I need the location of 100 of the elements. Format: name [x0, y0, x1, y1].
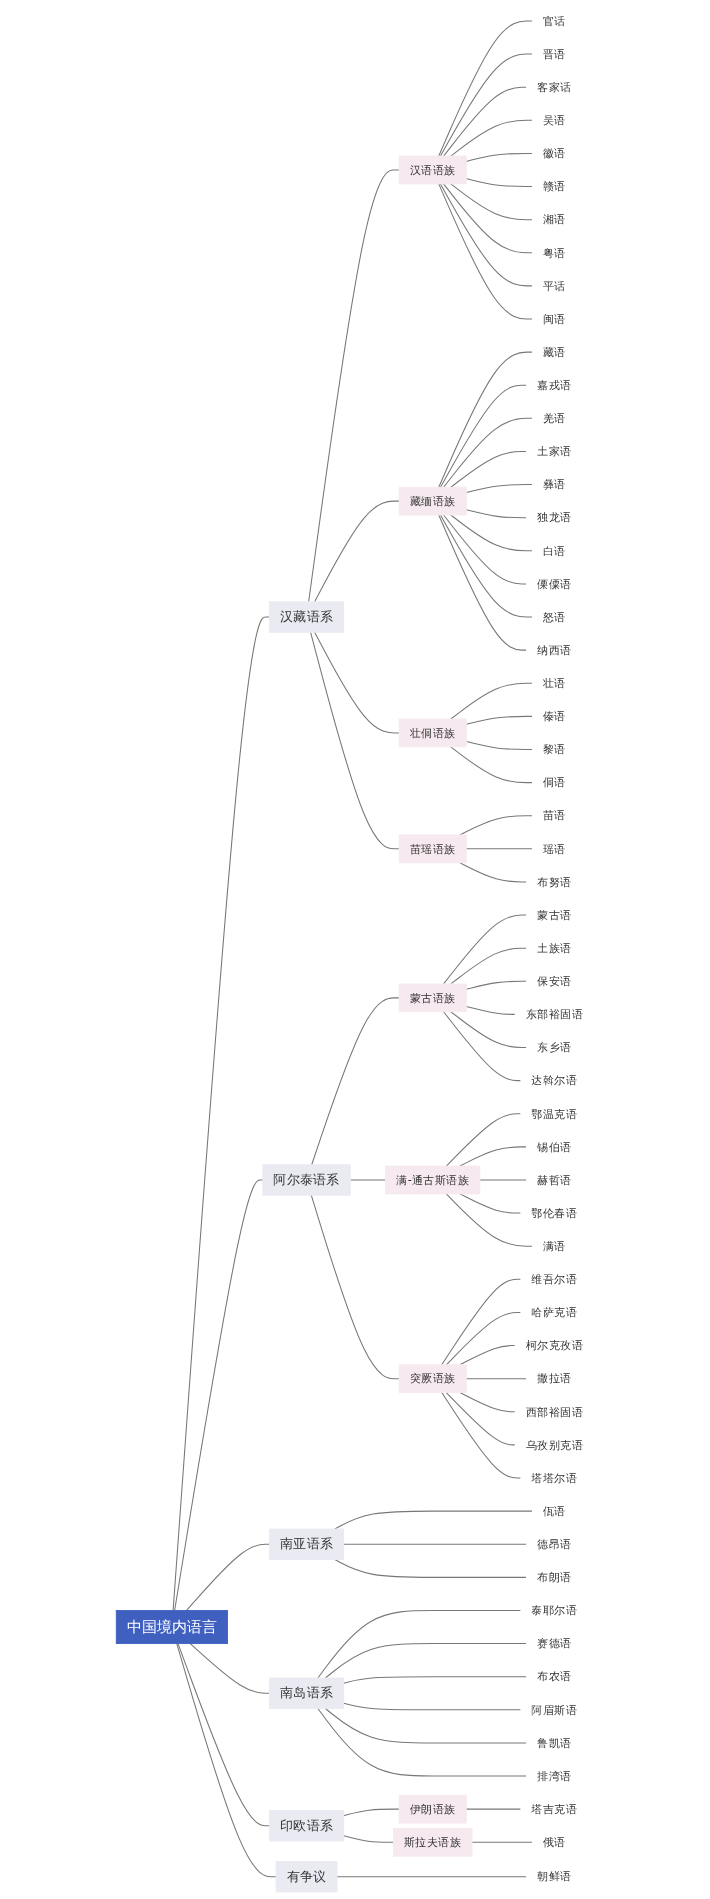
- node-text: 傈僳语: [537, 577, 572, 591]
- connector: [450, 682, 533, 720]
- node-text: 满语: [542, 1239, 566, 1253]
- node-text: 晋语: [542, 47, 566, 61]
- connector: [336, 1876, 528, 1878]
- connector: [324, 1643, 528, 1679]
- connector: [343, 1676, 528, 1684]
- node-text: 瑶语: [542, 841, 566, 856]
- node-text: 黎语: [542, 742, 566, 756]
- node-text: 客家话: [537, 80, 572, 94]
- connector: [439, 384, 528, 488]
- connector: [465, 980, 528, 990]
- connector: [334, 1558, 528, 1578]
- connector: [465, 152, 533, 162]
- node-text: 闽语: [542, 312, 566, 326]
- connector: [465, 848, 533, 850]
- node-text: 塔吉克语: [531, 1802, 578, 1816]
- node-text: 鄂伦春语: [531, 1206, 578, 1220]
- node-box: [269, 1528, 345, 1560]
- node-text: 徽语: [542, 146, 566, 160]
- node-text: 土族语: [537, 941, 572, 955]
- node-text: 鄂温克语: [531, 1106, 578, 1121]
- node-text: 东部裕固语: [525, 1007, 584, 1021]
- connector: [349, 1179, 387, 1181]
- node-box: [385, 1165, 481, 1195]
- node-text: 柯尔克孜语: [525, 1338, 584, 1352]
- node-text: 俄语: [542, 1835, 566, 1849]
- node-text: 保安语: [537, 974, 572, 988]
- connector: [343, 1702, 522, 1711]
- connector: [479, 1179, 528, 1181]
- node-text: 鲁凯语: [537, 1736, 572, 1750]
- connector: [459, 862, 528, 883]
- connector: [443, 514, 528, 585]
- connector: [471, 1841, 533, 1843]
- node-text: 湘语: [542, 212, 566, 227]
- connector: [459, 815, 533, 836]
- connector: [465, 1005, 516, 1015]
- node-box: [392, 1827, 473, 1857]
- node-text: 哈萨克语: [531, 1305, 578, 1319]
- node-text: 阿眉斯语: [531, 1702, 578, 1717]
- node-text: 塔塔尔语: [531, 1471, 578, 1485]
- node-text: 撒拉语: [537, 1371, 572, 1386]
- connector: [450, 119, 533, 157]
- node-text: 羌语: [542, 411, 566, 425]
- connector: [343, 1835, 394, 1843]
- node-box: [398, 155, 467, 185]
- connector: [334, 1510, 533, 1530]
- connector: [450, 450, 528, 488]
- connector: [439, 53, 533, 157]
- node-text: 纳西语: [537, 643, 572, 657]
- connector: [450, 947, 528, 985]
- node-box: [398, 1364, 467, 1393]
- connector: [310, 631, 400, 850]
- node-box: [398, 486, 467, 516]
- node-text: 西部裕固语: [525, 1404, 584, 1419]
- connector: [450, 183, 533, 221]
- connector: [343, 1808, 400, 1817]
- connector: [443, 914, 528, 985]
- connector: [445, 1311, 522, 1366]
- connector: [465, 741, 533, 750]
- connector: [310, 1194, 400, 1380]
- connector: [465, 715, 533, 725]
- connector: [441, 1278, 522, 1366]
- node-text: 锡伯语: [537, 1140, 572, 1154]
- node-text: 怒语: [542, 610, 566, 624]
- connector: [465, 1378, 528, 1380]
- connector: [439, 514, 533, 618]
- connector: [445, 1392, 516, 1446]
- node-text: 吴语: [542, 113, 566, 127]
- node-text: 独龙语: [537, 510, 572, 525]
- connector: [443, 417, 533, 488]
- node-text: 官话: [542, 14, 566, 28]
- node-box: [398, 983, 467, 1013]
- connector: [343, 1543, 528, 1545]
- connector: [438, 183, 533, 320]
- node-text: 嘉戎语: [537, 378, 572, 392]
- node-box: [269, 601, 345, 633]
- connector: [459, 1193, 522, 1214]
- node-text: 藏语: [542, 345, 566, 359]
- node-text: 侗语: [542, 775, 566, 790]
- connector: [311, 997, 400, 1166]
- connector: [443, 183, 533, 254]
- connector: [459, 1146, 528, 1167]
- node-text: 土家语: [537, 444, 572, 458]
- connector: [308, 169, 400, 603]
- node-text: 布朗语: [537, 1570, 572, 1584]
- node-text: 佤语: [542, 1504, 566, 1518]
- connector: [441, 1392, 522, 1479]
- connector: [177, 1643, 270, 1827]
- connector: [465, 509, 528, 519]
- connector: [465, 1808, 522, 1810]
- node-text: 布农语: [537, 1669, 572, 1684]
- node-text: 赣语: [542, 179, 566, 193]
- connector: [443, 86, 528, 157]
- connector: [438, 351, 533, 488]
- node-text: 排湾语: [537, 1769, 572, 1783]
- node-text: 彝语: [542, 477, 566, 491]
- node-text: 东乡语: [537, 1040, 572, 1054]
- connector: [189, 1643, 270, 1694]
- node-text: 平话: [542, 279, 566, 293]
